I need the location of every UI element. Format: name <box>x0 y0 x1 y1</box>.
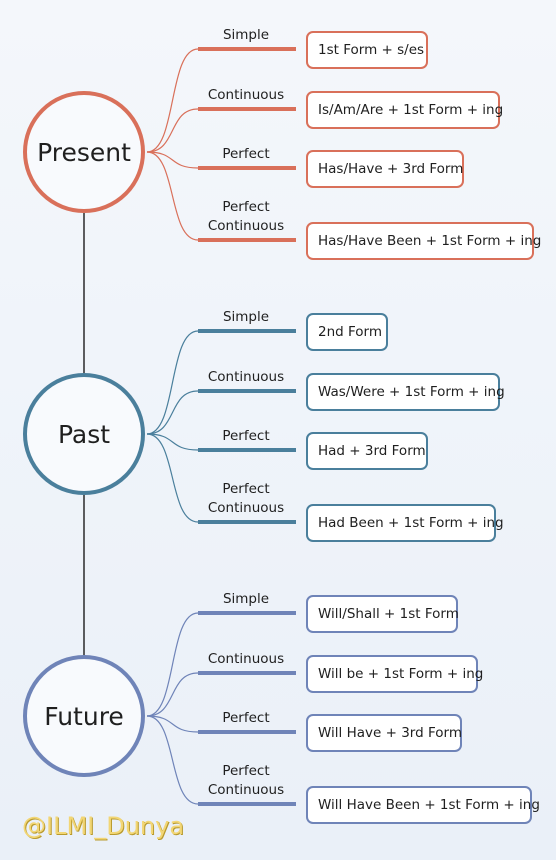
formula-box: Had + 3rd Form <box>306 432 428 470</box>
formula-box: Had Been + 1st Form + ing <box>306 504 504 542</box>
branch-curve <box>146 151 199 241</box>
watermark-text: @ILMI_Dunya <box>22 812 185 840</box>
branch-curve <box>146 672 199 717</box>
tense-form-label: Perfect <box>222 428 270 444</box>
branch-curve <box>146 330 199 435</box>
tense-present-circle: Present <box>23 91 145 213</box>
tense-form-label: Perfect Continuous <box>207 481 285 516</box>
formula-box: Will be + 1st Form + ing <box>306 655 483 693</box>
tense-form-label: Perfect <box>222 710 270 726</box>
branch-curve <box>146 715 199 733</box>
formula-box: 1st Form + s/es <box>306 31 428 69</box>
branch-curve <box>146 151 199 169</box>
branch-curve <box>146 48 199 153</box>
branch-curve <box>146 433 199 523</box>
formula-box: 2nd Form <box>306 313 388 351</box>
tense-form-label: Continuous <box>207 651 285 667</box>
formula-box: Was/Were + 1st Form + ing <box>306 373 505 411</box>
tense-form-label: Perfect Continuous <box>207 199 285 234</box>
tense-form-label: Continuous <box>207 369 285 385</box>
tense-future-circle: Future <box>23 655 145 777</box>
formula-box: Will Have + 3rd Form <box>306 714 462 752</box>
branch-curve <box>146 433 199 451</box>
formula-box: Will/Shall + 1st Form <box>306 595 459 633</box>
branch-curve <box>146 715 199 805</box>
tense-past-circle: Past <box>23 373 145 495</box>
branch-curve <box>146 390 199 435</box>
tense-form-label: Perfect <box>222 146 270 162</box>
formula-box: Has/Have Been + 1st Form + ing <box>306 222 541 260</box>
branch-curve <box>146 612 199 717</box>
branch-curve <box>146 108 199 153</box>
formula-box: Is/Am/Are + 1st Form + ing <box>306 91 503 129</box>
tense-form-label: Simple <box>222 27 270 43</box>
tense-form-label: Perfect Continuous <box>207 763 285 798</box>
formula-box: Will Have Been + 1st Form + ing <box>306 786 540 824</box>
tense-form-label: Simple <box>222 309 270 325</box>
tense-form-label: Simple <box>222 591 270 607</box>
tense-form-label: Continuous <box>207 87 285 103</box>
formula-box: Has/Have + 3rd Form <box>306 150 464 188</box>
